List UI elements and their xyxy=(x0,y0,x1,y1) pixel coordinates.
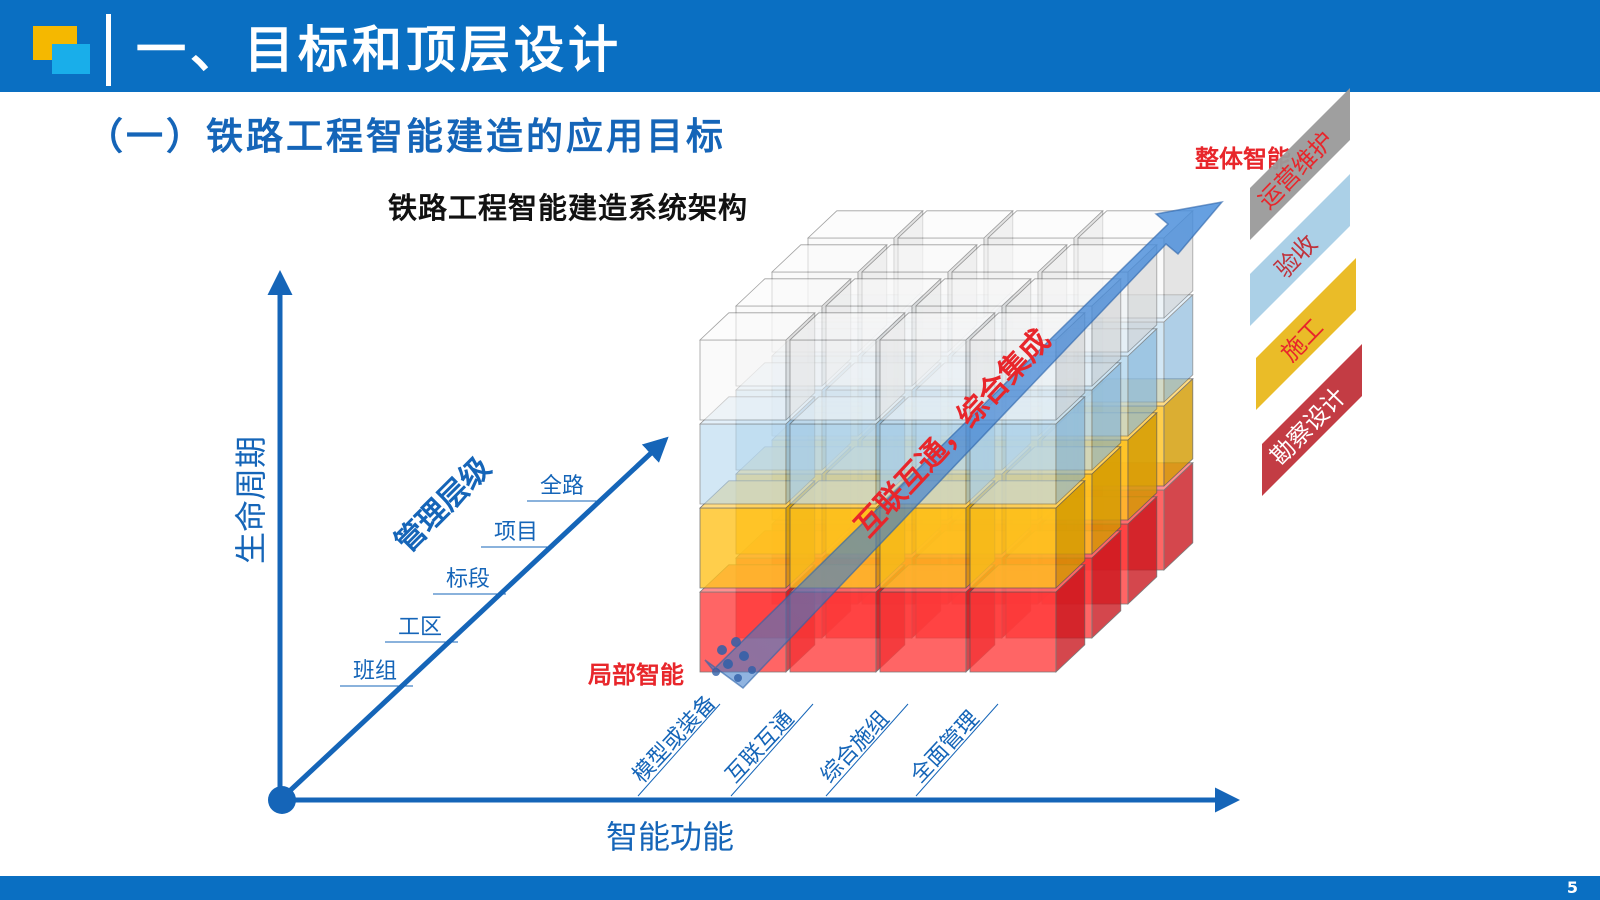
axes xyxy=(267,270,1240,814)
function-label: 模型或装备 xyxy=(628,691,721,789)
lifecycle-stage-band xyxy=(1256,258,1356,410)
lifecycle-stage-band xyxy=(1250,174,1350,326)
function-guide-line xyxy=(637,703,721,797)
management-level-label: 全路 xyxy=(540,474,584,499)
function-guide-line xyxy=(825,703,909,797)
horizontal-axis-label: 智能功能 xyxy=(606,818,734,856)
management-level-label: 项目 xyxy=(494,520,538,545)
function-guide-line xyxy=(915,703,999,797)
lifecycle-stage-label: 勘察设计 xyxy=(1265,382,1352,471)
management-level-label: 标段 xyxy=(446,567,490,592)
functional-items: 模型或装备互联互通综合施组全面管理 xyxy=(628,691,999,797)
management-level-label: 班组 xyxy=(353,659,397,684)
management-level-label: 工区 xyxy=(398,615,442,640)
lifecycle-stage-band xyxy=(1250,88,1350,240)
diagonal-axis-label: 管理层级 xyxy=(388,450,498,560)
function-label: 综合施组 xyxy=(816,707,894,788)
page-title: 一、目标和顶层设计 xyxy=(136,21,622,79)
function-label: 全面管理 xyxy=(906,707,984,788)
local-intelligence-label: 局部智能 xyxy=(588,661,684,689)
section-subtitle: （一）铁路工程智能建造的应用目标 xyxy=(86,115,726,158)
header-bar xyxy=(0,0,1600,92)
logo-blue-square xyxy=(52,44,90,74)
axes-origin xyxy=(268,786,296,814)
function-guide-line xyxy=(730,703,814,797)
vertical-axis-label: 生命周期 xyxy=(232,436,270,564)
local-intelligence-dots xyxy=(712,637,756,682)
diagram-title: 铁路工程智能建造系统架构 xyxy=(388,191,749,225)
page-number: 5 xyxy=(1566,878,1578,897)
integration-arrow-shape xyxy=(704,200,1224,689)
header-divider xyxy=(106,14,111,86)
diagonal-axis xyxy=(278,436,669,802)
function-label: 互联互通 xyxy=(721,707,799,788)
lifecycle-stage-band xyxy=(1262,344,1362,496)
footer-bar xyxy=(0,876,1600,900)
